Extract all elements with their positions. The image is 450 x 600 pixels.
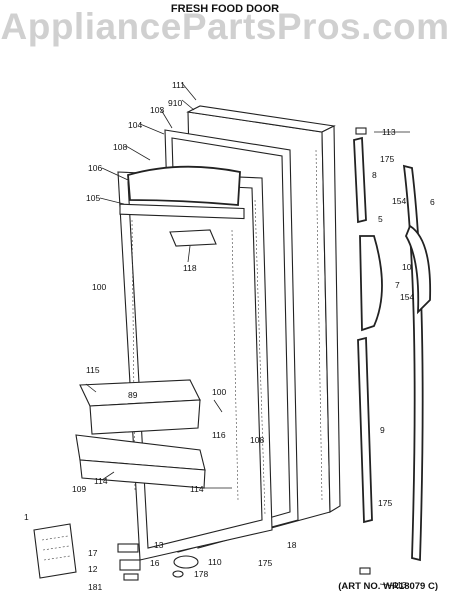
label-108-bottom: 108 bbox=[250, 435, 264, 445]
label-175-bottom: 175 bbox=[258, 558, 272, 568]
handle-parts bbox=[353, 127, 432, 575]
label-181: 181 bbox=[88, 582, 102, 592]
label-89: 89 bbox=[128, 390, 138, 400]
leader-lines bbox=[85, 82, 410, 587]
label-106: 106 bbox=[88, 163, 102, 173]
label-113-bottom: 113 bbox=[393, 580, 407, 590]
art-number: (ART NO. WR18079 C) bbox=[338, 581, 438, 592]
label-6: 6 bbox=[430, 197, 435, 207]
hinge-parts bbox=[117, 543, 199, 581]
label-104: 104 bbox=[128, 120, 142, 130]
label-110: 110 bbox=[208, 557, 222, 567]
label-100-right: 100 bbox=[212, 387, 226, 397]
label-108-top: 108 bbox=[113, 142, 127, 152]
label-12: 12 bbox=[88, 564, 98, 574]
label-8: 8 bbox=[372, 170, 377, 180]
literature-booklet bbox=[33, 523, 77, 579]
shelf-bin-115 bbox=[79, 379, 201, 435]
label-17: 17 bbox=[88, 548, 98, 558]
label-116: 116 bbox=[212, 430, 226, 440]
label-175-right-bottom: 175 bbox=[378, 498, 392, 508]
label-910: 910 bbox=[168, 98, 182, 108]
label-111: 111 bbox=[172, 80, 185, 90]
label-114-left: 114 bbox=[94, 476, 108, 486]
small-tray-118 bbox=[169, 229, 217, 247]
label-103: 103 bbox=[150, 105, 164, 115]
label-113-top: 113 bbox=[382, 127, 396, 137]
label-114-right: 114 bbox=[190, 484, 204, 494]
label-175-right-top: 175 bbox=[380, 154, 394, 164]
label-109: 109 bbox=[72, 484, 86, 494]
label-178: 178 bbox=[194, 569, 208, 579]
label-10: 10 bbox=[402, 262, 412, 272]
label-16: 16 bbox=[150, 558, 160, 568]
label-7: 7 bbox=[395, 280, 400, 290]
label-115: 115 bbox=[86, 365, 100, 375]
label-18: 18 bbox=[287, 540, 297, 550]
label-9: 9 bbox=[380, 425, 385, 435]
dairy-compartment bbox=[119, 165, 245, 220]
watermark: AppliancePartsPros.com bbox=[0, 6, 450, 47]
label-154-bottom: 154 bbox=[400, 292, 414, 302]
label-1: 1 bbox=[24, 512, 29, 522]
label-100-left: 100 bbox=[92, 282, 106, 292]
label-13: 13 bbox=[154, 540, 164, 550]
label-118: 118 bbox=[183, 263, 197, 273]
shelf-bin-109 bbox=[75, 434, 206, 489]
diagram-title: FRESH FOOD DOOR bbox=[170, 3, 280, 15]
label-105: 105 bbox=[86, 193, 100, 203]
label-5: 5 bbox=[378, 214, 383, 224]
label-154-top: 154 bbox=[392, 196, 406, 206]
